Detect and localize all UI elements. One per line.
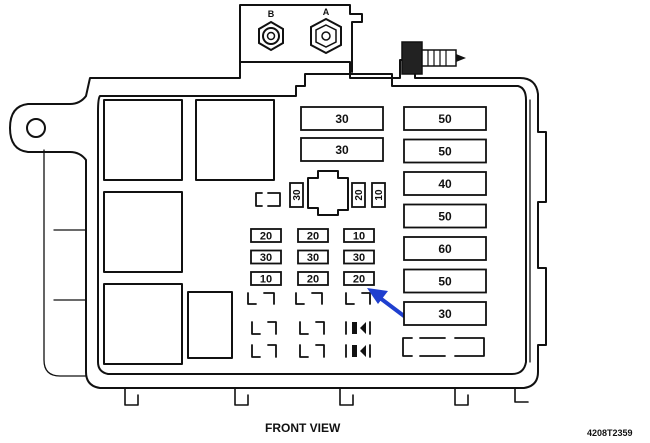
relay-socket-small — [187, 291, 233, 359]
mini-fuse: 10 — [343, 228, 375, 243]
maxi-fuse-center: 30 — [300, 137, 384, 162]
mini-fuse: 20 — [297, 228, 329, 243]
maxi-fuse-right: 50 — [403, 268, 487, 294]
mini-fuse-label: 30 — [260, 252, 272, 264]
maxi-fuse-right: 50 — [403, 106, 487, 131]
mounting-hole-icon — [26, 118, 46, 138]
maxi-fuse-right-label: 60 — [438, 242, 452, 256]
maxi-fuse-right: 30 — [403, 301, 487, 326]
housing-ribs — [43, 99, 531, 377]
terminal-stud-icon — [310, 17, 342, 55]
maxi-fuse-right-label: 40 — [438, 177, 452, 191]
mini-fuse-label: 20 — [353, 273, 365, 285]
spare-slots — [247, 192, 485, 358]
maxi-fuse-right: 50 — [403, 138, 487, 164]
mini-fuse: 20 — [297, 271, 329, 286]
terminal-b-label: B — [268, 9, 275, 19]
relay-socket — [103, 191, 183, 273]
mini-fuse-label: 20 — [307, 273, 319, 285]
maxi-fuse-right-label: 50 — [438, 209, 452, 223]
relay-fuse-label: 20 — [354, 189, 365, 201]
center-relay-cutout — [307, 170, 349, 216]
maxi-fuse-center-label: 30 — [335, 143, 349, 157]
maxi-fuse-right-label: 50 — [438, 144, 452, 158]
mini-fuse: 20 — [343, 271, 375, 286]
terminal-bracket — [239, 4, 363, 73]
maxi-fuse-center: 30 — [300, 106, 384, 131]
relay-socket — [103, 283, 183, 365]
relay-fuse: 10 — [371, 182, 386, 208]
mini-fuse: 30 — [343, 249, 375, 265]
mini-fuse-label: 30 — [307, 252, 319, 264]
relay-socket — [103, 99, 183, 181]
mini-fuse: 30 — [250, 249, 282, 265]
view-caption: FRONT VIEW — [265, 421, 341, 435]
diode-marker — [352, 345, 366, 357]
bottom-clips — [124, 387, 529, 406]
mini-fuse-label: 10 — [353, 230, 365, 242]
relay-fuse: 20 — [351, 182, 366, 208]
mini-fuse: 20 — [250, 228, 282, 243]
pointer-arrow-icon — [367, 288, 406, 318]
maxi-fuse-right-label: 50 — [438, 112, 452, 126]
mini-fuse-label: 30 — [353, 252, 365, 264]
maxi-fuse-right: 60 — [403, 236, 487, 261]
maxi-fuse-center-label: 30 — [335, 112, 349, 126]
mini-fuse-label: 20 — [307, 230, 319, 242]
relay-fuse-label: 30 — [292, 189, 303, 201]
relay-fuse-label: 10 — [374, 189, 385, 201]
terminal-a-label: A — [323, 7, 330, 17]
housing-outer — [9, 59, 547, 389]
maxi-fuse-right: 50 — [403, 203, 487, 229]
maxi-fuse-right-label: 30 — [438, 307, 452, 321]
figure-id: 4208T2359 — [587, 428, 633, 438]
mini-fuse: 10 — [250, 271, 282, 286]
diode-marker — [352, 322, 366, 334]
connector-bolt-icon — [401, 41, 466, 75]
mini-fuse-label: 10 — [260, 273, 272, 285]
housing-inner — [97, 73, 527, 375]
maxi-fuse-right-label: 50 — [438, 274, 452, 288]
terminal-stud-icon — [258, 20, 284, 52]
maxi-fuse-right: 40 — [403, 171, 487, 196]
relay-socket — [195, 99, 275, 181]
mini-fuse-label: 20 — [260, 230, 272, 242]
relay-fuse: 30 — [289, 182, 304, 208]
mini-fuse: 30 — [297, 249, 329, 265]
